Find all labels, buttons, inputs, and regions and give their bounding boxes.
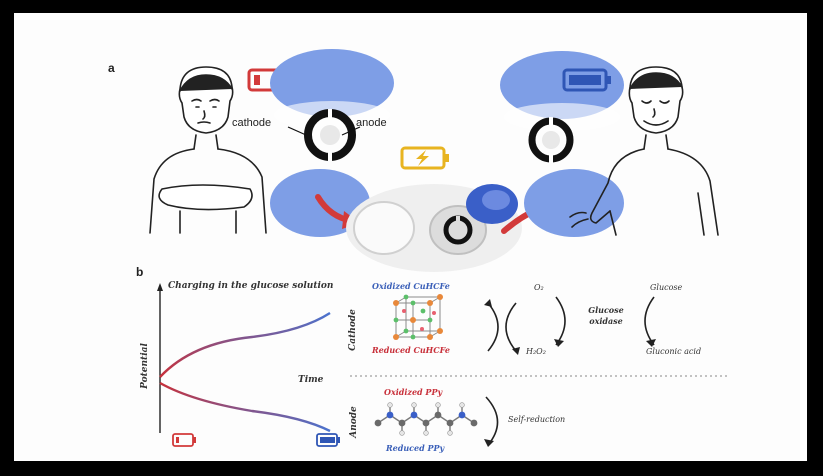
label-pointer-arrows — [287, 126, 361, 136]
o2-label: O₂ — [534, 283, 544, 292]
glucose-to-gluconic-arrow — [644, 296, 656, 347]
cathode-curve — [159, 311, 331, 378]
ppy-molecule-structure — [374, 402, 478, 436]
anode-label: anode — [356, 117, 387, 129]
figure-frame: a cathode anode — [14, 13, 807, 461]
lens-case-illustration — [346, 184, 522, 272]
happy-person-illustration — [569, 66, 719, 236]
panel-b-letter: b — [136, 265, 144, 279]
contact-lens-right — [528, 117, 574, 163]
potential-plot — [157, 283, 331, 433]
glucose-oxidase-label: Glucose oxidase — [588, 305, 624, 326]
h2o2-label: H₂O₂ — [526, 347, 546, 356]
cathode-label: cathode — [232, 117, 272, 129]
section-divider — [350, 375, 730, 377]
x-axis-label: Time — [298, 375, 324, 385]
oxidized-ppy-label: Oxidized PPy — [384, 387, 443, 397]
full-battery-icon — [562, 68, 611, 92]
reduced-cuhcfe-label: Reduced CuHCFe — [372, 345, 450, 355]
glucose-label: Glucose — [650, 283, 683, 292]
redox-cross-arrows — [484, 299, 520, 355]
gluconic-acid-label: Gluconic acid — [646, 347, 702, 356]
low-battery-small-icon — [172, 433, 196, 447]
full-battery-small-icon — [316, 433, 340, 447]
cuhcfe-crystal-structure — [393, 294, 443, 340]
contact-lens-left — [304, 109, 356, 161]
cathode-section-label: Cathode — [347, 309, 358, 351]
panel-a-letter: a — [108, 61, 115, 75]
anode-curve — [159, 381, 331, 433]
y-axis-label: Potential — [139, 343, 150, 389]
anode-section-label: Anode — [348, 406, 359, 438]
self-reduction-arrow — [484, 396, 499, 447]
self-reduction-label: Self-reduction — [508, 415, 566, 424]
oxidized-cuhcfe-label: Oxidized CuHCFe — [372, 281, 450, 291]
plot-title: Charging in the glucose solution — [168, 281, 334, 291]
reduced-ppy-label: Reduced PPy — [386, 443, 445, 453]
o2-to-h2o2-arrow — [554, 296, 566, 347]
sad-person-illustration — [149, 66, 267, 234]
charging-battery-icon — [400, 146, 449, 170]
